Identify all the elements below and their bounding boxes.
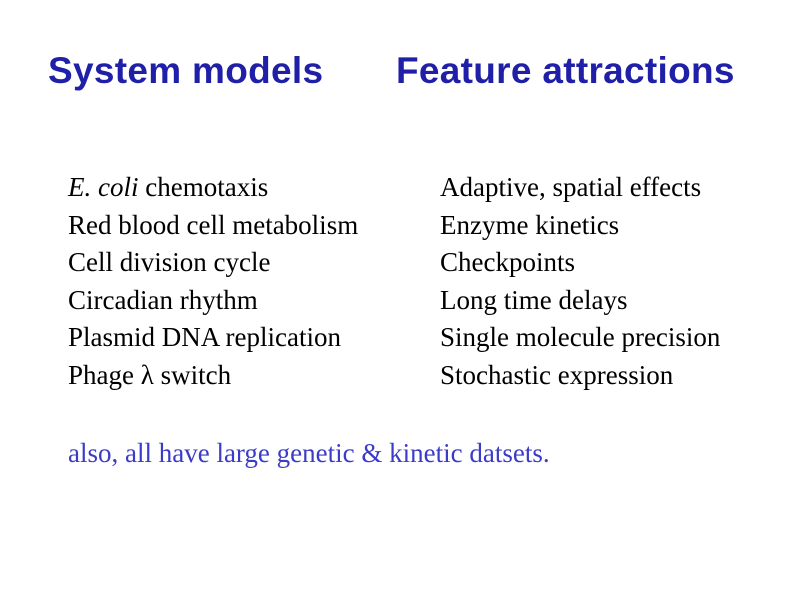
feature-attraction: Checkpoints (440, 247, 575, 277)
feature-attraction: Single molecule precision (440, 322, 721, 352)
system-model: Phage λ switch (68, 359, 232, 390)
footer-note: also, all have large genetic & kinetic d… (68, 438, 550, 468)
heading-feature-attractions: Feature attractions (396, 50, 735, 91)
system-model: Red blood cell metabolism (68, 209, 359, 240)
feature-attraction: Adaptive, spatial effects (440, 172, 702, 202)
system-model: Cell division cycle (68, 247, 271, 277)
feature-attraction: Enzyme kinetics (440, 209, 620, 240)
feature-attraction: Long time delays (440, 284, 628, 315)
feature-attraction: Stochastic expression (440, 359, 674, 390)
model-text: chemotaxis (138, 172, 269, 202)
model-italic-part: E. coli (68, 172, 139, 202)
system-model: Circadian rhythm (68, 284, 258, 315)
heading-system-models: System models (48, 50, 324, 91)
system-model: E. coli chemotaxis (68, 172, 268, 203)
system-model: Plasmid DNA replication (68, 322, 341, 352)
